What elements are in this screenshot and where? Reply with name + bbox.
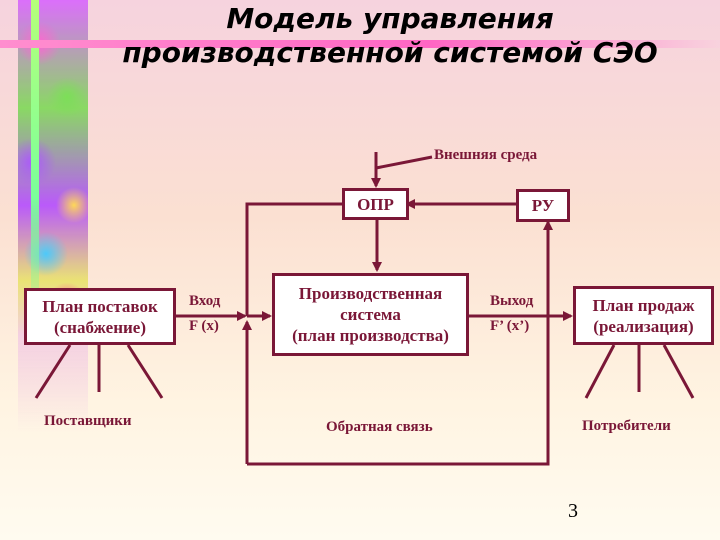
opr-label: ОПР <box>357 194 394 214</box>
input-label: Вход <box>189 293 221 309</box>
page-number: 3 <box>568 500 578 522</box>
decorative-stripe <box>18 0 88 540</box>
external-label-leader <box>375 155 433 170</box>
slide-title-line1: Модель управления <box>226 2 554 35</box>
feedback-loop <box>247 220 553 466</box>
input-function-label: F (x) <box>189 318 219 334</box>
consumer-leg-3 <box>662 344 695 399</box>
sales-plan-line1: План продаж <box>592 295 695 315</box>
supplier-leg-1 <box>34 344 72 399</box>
sales-plan-line2: (реализация) <box>593 316 694 336</box>
supply-plan-box: План поставок (снабжение) <box>24 288 176 345</box>
feedback-label: Обратная связь <box>326 419 433 435</box>
opr-box: ОПР <box>342 188 409 220</box>
ru-box: РУ <box>516 189 570 222</box>
output-label: Выход <box>490 293 534 309</box>
supply-plan-line1: План поставок <box>42 296 158 316</box>
consumer-leg-1 <box>584 344 616 399</box>
production-line1: Производственная <box>298 284 443 303</box>
slide-title-line2: производственной системой СЭО <box>122 36 658 69</box>
sales-plan-box: План продаж (реализация) <box>573 286 714 345</box>
supply-plan-line2: (снабжение) <box>53 317 146 337</box>
production-line2: система <box>340 305 401 324</box>
opr-to-input-loop <box>245 202 342 316</box>
consumers-label: Потребители <box>582 418 671 434</box>
title-underline-bar <box>0 40 720 48</box>
external-environment-label: Внешняя среда <box>434 147 538 163</box>
production-system-box: Производственная система (план производс… <box>272 273 469 356</box>
suppliers-label: Поставщики <box>44 413 132 429</box>
production-line3: (план производства) <box>292 326 449 345</box>
decorative-stripe-line <box>31 0 39 330</box>
slide-title: Модель управления производственной систе… <box>90 2 690 70</box>
ru-label: РУ <box>531 196 555 215</box>
output-function-label: F’ (x’) <box>490 318 530 334</box>
supplier-leg-3 <box>126 344 164 399</box>
